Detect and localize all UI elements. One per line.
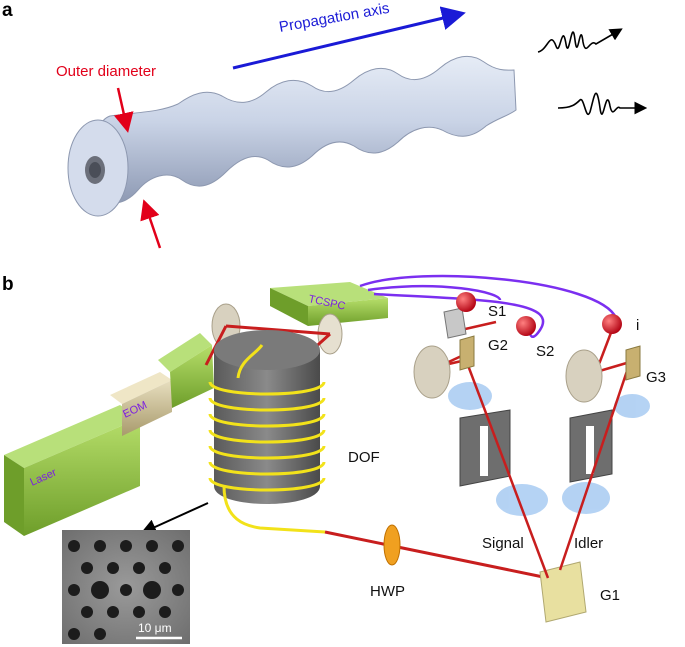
i-label: i	[636, 317, 639, 334]
scale-bar-label: 10 μm	[138, 621, 172, 635]
g1-label: G1	[600, 587, 620, 604]
outer-diameter-arrow-bottom	[140, 199, 162, 249]
propagation-axis-label: Propagation axis	[278, 0, 391, 36]
eom-box: EOM	[110, 372, 172, 436]
output-beam	[324, 530, 549, 580]
signal-mirror	[413, 345, 451, 399]
coax-cables	[359, 274, 618, 338]
grating-g1: G1	[539, 561, 620, 623]
idler-mirror	[565, 349, 603, 403]
panel-b-letter: b	[2, 274, 14, 295]
grating-g3-shape	[625, 345, 641, 381]
grating-g2-shape	[459, 335, 475, 371]
chirped-pulse-icon	[537, 28, 623, 53]
detector-s2	[516, 316, 536, 336]
compressed-pulse-icon	[557, 92, 648, 115]
s1-label: S1	[488, 303, 506, 320]
panel-b: b Laser EOM TCSPC	[2, 274, 666, 644]
panel-a: a Outer diameter Propagation axis	[2, 0, 648, 249]
signal-label: Signal	[482, 535, 524, 552]
laser-box: Laser	[4, 405, 140, 536]
signal-arm: G2 S1 S2 Signal	[413, 292, 554, 579]
g2-label: G2	[488, 337, 508, 354]
idler-label: Idler	[574, 535, 603, 552]
corrugated-fiber	[67, 55, 517, 217]
detector-s1	[456, 292, 476, 312]
collimator-block	[158, 333, 214, 408]
hwp-label: HWP	[370, 583, 405, 600]
dof-label: DOF	[348, 449, 380, 466]
s2-label: S2	[536, 343, 554, 360]
dof-coil: DOF	[208, 330, 380, 534]
panel-a-letter: a	[2, 0, 13, 21]
outer-diameter-arrow-top	[113, 87, 134, 133]
outer-diameter-label: Outer diameter	[56, 63, 156, 80]
hwp-plate: HWP	[370, 524, 405, 600]
sem-inset: 10 μm	[62, 502, 209, 644]
detector-i	[602, 314, 622, 334]
beamsplitter	[443, 307, 467, 339]
idler-arm: G3 i Idler	[558, 314, 666, 571]
propagation-axis-arrow	[232, 6, 466, 70]
g3-label: G3	[646, 369, 666, 386]
